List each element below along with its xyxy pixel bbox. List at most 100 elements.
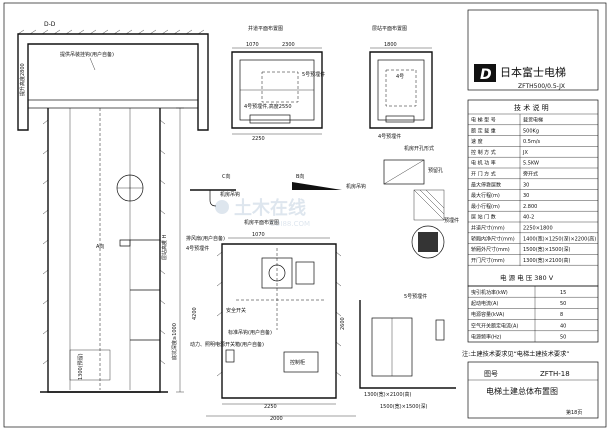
power-row-value: 50 <box>560 301 566 307</box>
section-c-label: C向 <box>222 173 231 180</box>
power-row-value: 50 <box>560 335 566 341</box>
travel-note: 层站高度 H <box>161 234 168 260</box>
spec-row-label: 轿厢外尺寸(mm) <box>471 246 510 253</box>
drawing-title: 电梯土建总体布置图 <box>486 386 558 396</box>
spec-row-label: 开门尺寸(mm) <box>471 257 505 264</box>
spec-row-label: 层 站 门 数 <box>471 214 496 221</box>
spec-row-label: 最大行程(m) <box>471 192 500 199</box>
drawing-no-label: 图号 <box>484 370 498 378</box>
spec-row-label: 开 门 方 式 <box>471 171 496 178</box>
svg-text:2250: 2250 <box>252 136 265 142</box>
svg-text:4号预埋件,高度2550: 4号预埋件,高度2550 <box>244 103 292 110</box>
spec-row-value: 30 <box>523 193 529 199</box>
spec-row-label: 轿厢内净尺寸(mm) <box>471 235 515 242</box>
watermark: 土木在线 COI88.COM <box>215 197 310 228</box>
power-box-label: 动力、照明电源开关箱(用户自备) <box>190 341 264 348</box>
spec-row-value: 2.800 <box>523 204 537 210</box>
svg-text:1070: 1070 <box>252 232 265 238</box>
spec-row-value: 载货电梯 <box>523 117 543 124</box>
svg-text:1300(宽)×2100(高): 1300(宽)×2100(高) <box>364 391 411 398</box>
spec-row-value: 0.5m/s <box>523 139 541 145</box>
spec-row-value: 1300(宽)×2100(高) <box>523 257 570 264</box>
machine-room-plan-title: 机房平面布置图 <box>244 219 279 226</box>
spec-row-label: 电 机 功 率 <box>471 160 496 167</box>
svg-text:4200: 4200 <box>192 307 198 320</box>
model-number: ZFTH500/0.5-JX <box>518 83 565 90</box>
machine-room-plan: 机房平面布置图 1070 排风扇(用户自备) 4号预埋件 安全开关 控制柜 动力… <box>186 219 356 422</box>
power-row-label: 起动电流(A) <box>471 300 498 307</box>
hoistway-plan-title: 井道平面布置图 <box>248 25 283 32</box>
watermark-text: 土木在线 <box>234 197 306 219</box>
title-block-header: D 日本富士电梯 ZFTH500/0.5-JX <box>467 9 599 91</box>
spec-row-value: 30 <box>523 182 529 188</box>
power-row-value: 8 <box>560 312 563 318</box>
power-row-label: 曳引机功率(kW) <box>471 289 508 296</box>
drawing-border <box>3 2 607 428</box>
pit-note: 1300(预留) <box>77 353 84 380</box>
spec-row-value: 5.5KW <box>523 161 539 167</box>
spec-row-value: 40-2 <box>523 215 534 221</box>
company-name: 日本富士电梯 <box>500 65 566 79</box>
spec-row-label: 井道尺寸(mm) <box>471 225 505 232</box>
power-row-label: 电源频率(Hz) <box>471 334 501 341</box>
spec-row-label: 电 梯 型 号 <box>471 117 496 124</box>
watermark-sub: COI88.COM <box>270 220 310 228</box>
power-title: 电 源 电 压 380 V <box>500 273 554 282</box>
spec-row-value: JX <box>522 150 528 156</box>
brand-logo-letter: D <box>480 67 492 83</box>
overhead-dim: 提升高度2800 <box>19 63 26 96</box>
spec-row-label: 额 定 载 重 <box>471 127 496 134</box>
pit-dim: 底坑深度≥1000 <box>171 323 178 360</box>
headroom-note: 提供吊装挂钩(用户自备) <box>60 51 114 58</box>
section-dd: D-D 提供吊装挂钩(用户自备) 提升高度2800 A向 1300(预留) 层站… <box>17 21 209 393</box>
svg-text:5号预埋件: 5号预埋件 <box>404 293 427 300</box>
power-row-value: 40 <box>560 323 566 329</box>
svg-text:1070: 1070 <box>246 42 259 48</box>
landing-plan: 层站平面布置图 1800 4号 4号预埋件 <box>369 25 433 140</box>
power-row-label: 电源容量(kVA) <box>471 311 504 318</box>
svg-text:2000: 2000 <box>270 416 283 422</box>
fan-label: 排风扇(用户自备) <box>186 235 225 242</box>
section-b-label: B向 <box>296 173 304 180</box>
control-cabinet-label: 控制柜 <box>290 359 305 366</box>
landing-door-elevation: 5号预埋件 1300(宽)×2100(高) 1500(宽)×1500(深) <box>359 293 456 410</box>
svg-text:A向: A向 <box>96 243 104 250</box>
svg-text:2250: 2250 <box>264 404 277 410</box>
svg-text:机房吊钩: 机房吊钩 <box>346 183 366 190</box>
spec-row-label: 速 度 <box>471 138 483 145</box>
svg-text:预留孔: 预留孔 <box>428 167 443 174</box>
spec-row-value: 2250×1800 <box>523 226 553 232</box>
hoistway-plan: 井道平面布置图 1070 2300 5号预埋件 4号预埋件,高度2550 225… <box>231 25 325 142</box>
spec-row-label: 最大停靠层数 <box>471 181 501 188</box>
section-label: D-D <box>44 21 56 28</box>
sheet-no: 第18页 <box>566 409 582 416</box>
spec-row-value: 旁开式 <box>523 171 538 178</box>
drawing-no: ZFTH-18 <box>540 370 570 378</box>
opening-details: 机房开孔形式 C向 B向 机房吊钩 机房吊钩 预留孔 预埋件 <box>190 145 459 259</box>
drawing-number-block: 图号 ZFTH-18 电梯土建总体布置图 第18页 <box>467 361 599 419</box>
spec-row-label: 最小行程(m) <box>471 203 500 210</box>
switch-label: 安全开关 <box>226 307 246 314</box>
hook-label: 机房吊钩 <box>220 191 240 198</box>
embed-label: 4号预埋件 <box>186 245 209 252</box>
svg-text:4号: 4号 <box>396 74 404 80</box>
civil-note: 注:土建技术要求见“电梯土建技术要求” <box>462 350 570 358</box>
svg-text:5号预埋件: 5号预埋件 <box>302 71 325 78</box>
spec-title: 技 术 说 明 <box>514 103 549 112</box>
svg-text:2600: 2600 <box>340 317 346 330</box>
svg-text:2300: 2300 <box>282 42 295 48</box>
opening-title: 机房开孔形式 <box>404 145 434 152</box>
svg-text:1500(宽)×1500(深): 1500(宽)×1500(深) <box>380 403 427 410</box>
svg-text:1800: 1800 <box>384 42 397 48</box>
power-row-label: 空气开关额定电流(A) <box>471 322 518 329</box>
power-table: 曳引机功率(kW)15起动电流(A)50电源容量(kVA)8空气开关额定电流(A… <box>467 285 599 343</box>
spec-row-label: 控 制 方 式 <box>471 149 496 156</box>
brand-logo <box>474 64 496 82</box>
spec-row-value: 1400(宽)×1250(深)×2200(高) <box>523 235 596 242</box>
hook-note: 标准吊钩(用户自备) <box>228 329 272 336</box>
spec-row-value: 1500(宽)×1500(深) <box>523 246 570 253</box>
landing-plan-title: 层站平面布置图 <box>372 25 407 32</box>
svg-text:预埋件: 预埋件 <box>444 217 459 224</box>
